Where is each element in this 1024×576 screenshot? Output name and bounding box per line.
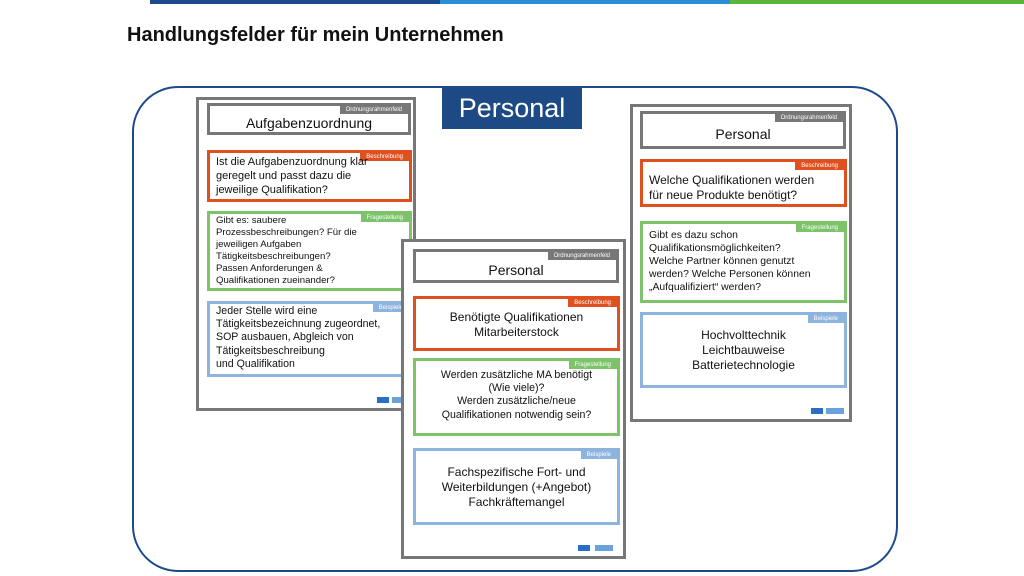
logo-mark <box>811 408 823 414</box>
beispiele-text: Jeder Stelle wird eine Tätigkeitsbezeich… <box>216 305 381 370</box>
logo-mark-secondary <box>826 408 844 414</box>
card-personal-right: Ordnungsrahmenfeld Personal Beschreibung… <box>630 104 852 422</box>
ordnungsrahmenfeld-box: Ordnungsrahmenfeld Personal <box>413 249 619 283</box>
beispiele-box: Beispiele Hochvolttechnik Leichtbauweise… <box>640 312 847 388</box>
beschreibung-box: Beschreibung Ist die Aufgabenzuordnung k… <box>207 150 412 202</box>
ordnungsrahmenfeld-tag: Ordnungsrahmenfeld <box>774 114 843 122</box>
top-accent-bar-blue <box>440 0 730 4</box>
top-accent-bar-green <box>730 0 1024 4</box>
beispiele-tag: Beispiele <box>372 304 409 312</box>
beschreibung-text: Welche Qualifikationen werden für neue P… <box>649 173 815 202</box>
page-title: Handlungsfelder für mein Unternehmen <box>127 24 504 46</box>
card-aufgabenzuordnung: Ordnungsrahmenfeld Aufgabenzuordnung Bes… <box>196 97 416 411</box>
beschreibung-tag: Beschreibung <box>568 299 617 307</box>
ordnungsrahmenfeld-tag: Ordnungsrahmenfeld <box>547 252 616 260</box>
beschreibung-text: Benötigte Qualifikationen Mitarbeitersto… <box>449 310 584 339</box>
fragestellung-tag: Fragestellung <box>360 214 409 222</box>
beispiele-tag: Beispiele <box>807 315 844 323</box>
beispiele-box: Beispiele Jeder Stelle wird eine Tätigke… <box>207 301 412 377</box>
ordnungsrahmenfeld-box: Ordnungsrahmenfeld Personal <box>640 111 846 149</box>
fragestellung-text: Werden zusätzliche MA benötigt (Wie viel… <box>440 369 593 421</box>
beschreibung-tag: Beschreibung <box>795 162 844 170</box>
logo-mark <box>578 545 590 551</box>
beschreibung-tag: Beschreibung <box>360 153 409 161</box>
fragestellung-tag: Fragestellung <box>568 361 617 369</box>
beispiele-box: Beispiele Fachspezifische Fort- und Weit… <box>413 448 620 525</box>
card-personal-middle: Ordnungsrahmenfeld Personal Beschreibung… <box>401 239 626 559</box>
logo-mark <box>377 397 389 403</box>
fragestellung-text: Gibt es dazu schon Qualifikationsmöglich… <box>649 230 811 293</box>
beispiele-text: Fachspezifische Fort- und Weiterbildunge… <box>441 465 592 509</box>
fragestellung-box: Fragestellung Werden zusätzliche MA benö… <box>413 358 620 436</box>
fragestellung-text: Gibt es: saubere Prozessbeschreibungen? … <box>216 215 357 286</box>
fragestellung-box: Fragestellung Gibt es dazu schon Qualifi… <box>640 221 847 303</box>
beschreibung-text: Ist die Aufgabenzuordnung klar geregelt … <box>216 156 368 196</box>
fragestellung-tag: Fragestellung <box>795 224 844 232</box>
ordnungsrahmenfeld-label: Aufgabenzuordnung <box>245 115 373 131</box>
top-accent-bar-dark-blue <box>150 0 440 4</box>
beispiele-text: Hochvolttechnik Leichtbauweise Batteriet… <box>692 328 795 372</box>
fragestellung-box: Fragestellung Gibt es: saubere Prozessbe… <box>207 211 412 291</box>
beispiele-tag: Beispiele <box>580 451 617 459</box>
logo-mark-secondary <box>595 545 613 551</box>
ordnungsrahmenfeld-label: Personal <box>715 126 771 142</box>
ordnungsrahmenfeld-label: Personal <box>488 262 544 278</box>
ordnungsrahmenfeld-box: Ordnungsrahmenfeld Aufgabenzuordnung <box>207 103 411 135</box>
beschreibung-box: Beschreibung Benötigte Qualifikationen M… <box>413 296 620 351</box>
beschreibung-box: Beschreibung Welche Qualifikationen werd… <box>640 159 847 207</box>
personal-badge: Personal <box>442 87 582 129</box>
ordnungsrahmenfeld-tag: Ordnungsrahmenfeld <box>339 106 408 114</box>
